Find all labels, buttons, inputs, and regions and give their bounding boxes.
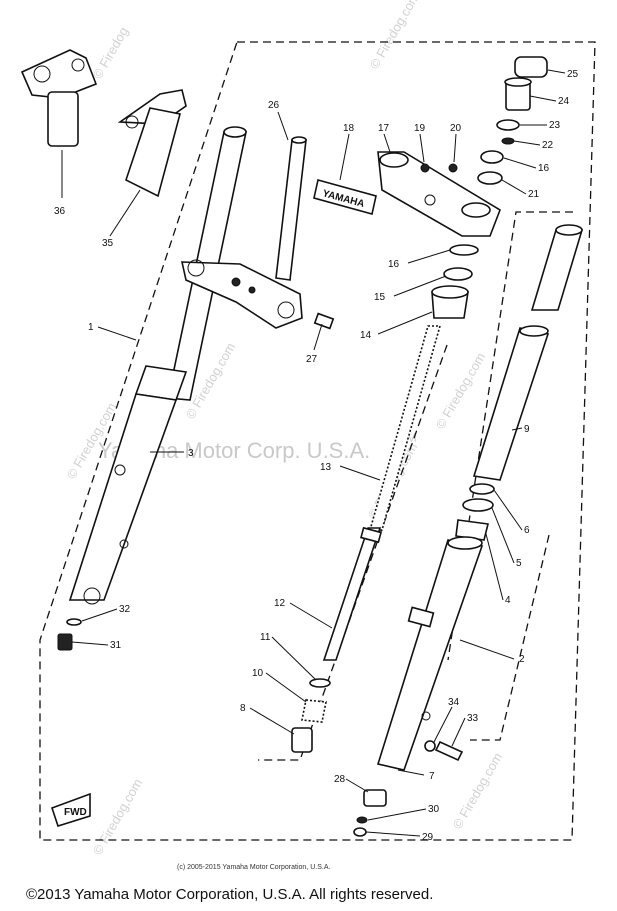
callout-2: 2 — [519, 654, 525, 665]
part-headlight-bracket-left — [20, 49, 98, 147]
callout-33: 33 — [467, 713, 479, 724]
copyright-footer: ©2013 Yamaha Motor Corporation, U.S.A. A… — [26, 886, 433, 903]
part-cap-stack — [477, 56, 548, 185]
callout-32: 32 — [119, 604, 131, 615]
callout-1: 1 — [88, 322, 94, 333]
part-bolt-31 — [57, 633, 73, 651]
part-washer-30 — [356, 816, 368, 824]
copyright-small: (c) 2005-2015 Yamaha Motor Corporation, … — [177, 864, 330, 871]
callout-11: 11 — [260, 632, 271, 643]
part-axle-holder-28 — [363, 789, 387, 807]
callout-7: 7 — [429, 771, 435, 782]
part-spring-10 — [301, 699, 327, 723]
fwd-arrow: FWD — [50, 792, 91, 827]
callout-14: 14 — [360, 330, 372, 341]
part-washer-4 — [455, 519, 489, 541]
callout-15: 15 — [374, 292, 386, 303]
callout-28: 28 — [334, 774, 346, 785]
part-emblem: YAMAHA — [313, 179, 377, 215]
callout-34: 34 — [448, 697, 460, 708]
callout-24: 24 — [558, 96, 570, 107]
watermark-firedog-5: © Firedog.com — [90, 776, 146, 858]
callout-12: 12 — [274, 598, 286, 609]
part-washer-34 — [424, 740, 436, 752]
callout-4: 4 — [505, 595, 511, 606]
part-outer-tube — [376, 536, 484, 771]
part-fork-spring — [368, 325, 442, 531]
part-fork-tube-right — [472, 224, 584, 481]
part-damper-rod — [322, 526, 382, 661]
callout-16-lower: 16 — [388, 259, 400, 270]
callout-30: 30 — [428, 804, 440, 815]
part-bearing-stack — [431, 244, 479, 319]
callout-5: 5 — [516, 558, 522, 569]
part-oil-seal-5 — [462, 498, 494, 512]
part-nut-29 — [353, 827, 367, 837]
part-washer-32 — [66, 618, 82, 626]
callout-35: 35 — [102, 238, 114, 249]
leader-lines — [61, 69, 566, 837]
assembly-boundary — [39, 41, 596, 841]
callout-23: 23 — [549, 120, 561, 131]
callout-8: 8 — [240, 703, 246, 714]
callout-21: 21 — [528, 189, 540, 200]
watermark-firedog-1: © Firedog.com — [367, 0, 423, 72]
callout-19: 19 — [414, 123, 426, 134]
callout-labels: 36 35 26 18 17 19 20 25 24 23 22 16 21 1… — [54, 69, 579, 843]
callout-3: 3 — [188, 448, 194, 459]
watermark-firedog-6: © Firedog.com — [450, 750, 506, 832]
part-nut-20 — [448, 163, 458, 173]
callout-26: 26 — [268, 100, 280, 111]
right-fork-group — [447, 211, 573, 661]
part-seat-8 — [291, 727, 313, 753]
part-bolt-33 — [434, 740, 464, 762]
callout-17: 17 — [378, 123, 390, 134]
callout-18: 18 — [343, 123, 355, 134]
damper-group — [258, 344, 448, 761]
callout-27: 27 — [306, 354, 318, 365]
part-circlip-6 — [469, 483, 495, 495]
callout-36: 36 — [54, 206, 66, 217]
callout-29: 29 — [422, 832, 434, 843]
callout-25: 25 — [567, 69, 579, 80]
part-washer-19 — [420, 163, 430, 173]
part-collar-11 — [309, 678, 331, 688]
callout-20: 20 — [450, 123, 462, 134]
callout-31: 31 — [110, 640, 122, 651]
part-headlight-bracket-right — [117, 89, 187, 198]
watermark-firedog-top: © Firedog — [90, 24, 132, 81]
part-under-bracket — [180, 259, 303, 329]
callout-16-upper: 16 — [538, 163, 550, 174]
part-upper-bracket — [377, 151, 501, 237]
fwd-text: FWD — [64, 807, 87, 818]
callout-22: 22 — [542, 140, 554, 151]
part-steering-stem — [275, 136, 307, 281]
callout-10: 10 — [252, 668, 264, 679]
lower-leg-group — [470, 534, 550, 741]
callout-9: 9 — [524, 424, 530, 435]
callout-6: 6 — [524, 525, 530, 536]
callout-13: 13 — [320, 462, 332, 473]
part-bolt-27 — [313, 312, 335, 330]
